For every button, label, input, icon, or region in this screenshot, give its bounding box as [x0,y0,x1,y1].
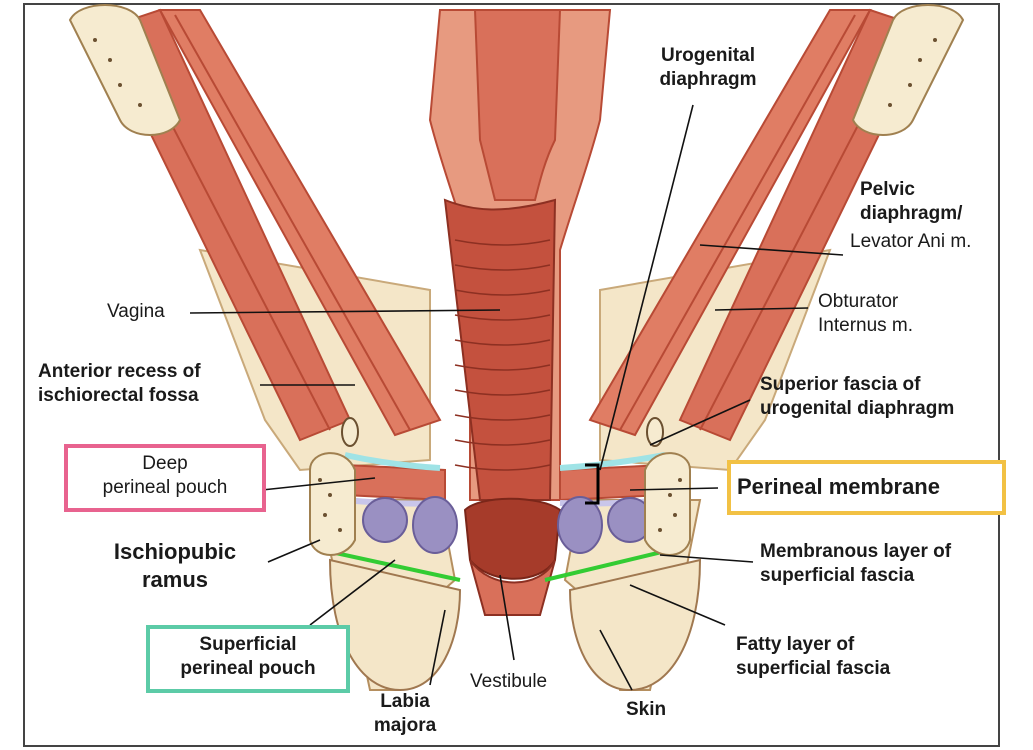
label-vestibule: Vestibule [470,670,547,694]
bulb-left-1 [363,498,407,542]
vestibule-opening [465,499,560,579]
pudendal-canal-right [647,418,663,446]
right-ramus [645,453,690,555]
bulb-left-2 [413,497,457,553]
left-ramus [310,453,355,555]
label-vagina: Vagina [107,300,165,324]
label-perineal-membrane: Perineal membrane [737,473,940,501]
label-skin: Skin [626,698,666,722]
label-levator: Levator Ani m. [850,230,971,254]
pudendal-canal-left [342,418,358,446]
bulb-right-2 [558,497,602,553]
